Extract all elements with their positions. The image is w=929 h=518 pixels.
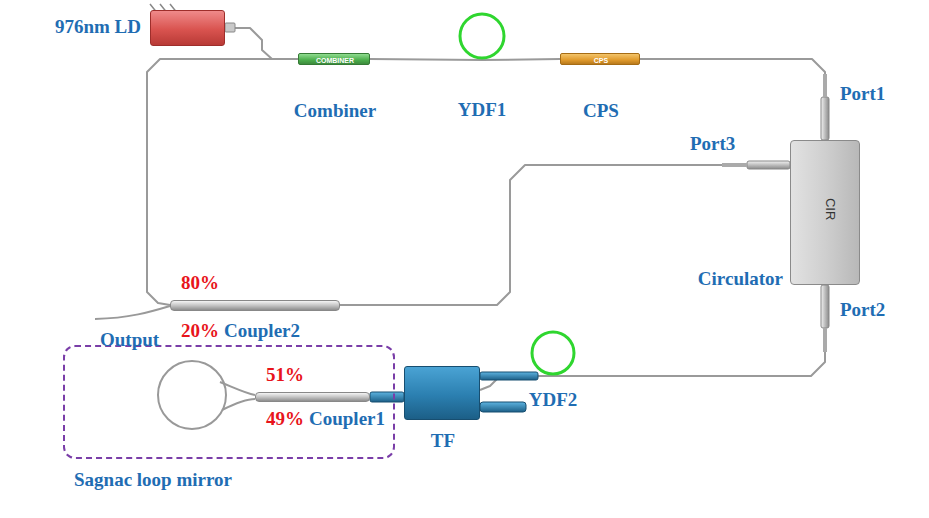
- group-outline: Sagnac loop mirror51%49%Coupler1: [63, 345, 395, 459]
- component-label: Circulator: [698, 269, 783, 290]
- port-label: Port3: [690, 134, 735, 155]
- component-label: TF: [431, 431, 455, 452]
- tunable-filter: TF: [404, 366, 480, 420]
- port2-connector: [821, 285, 829, 328]
- coil-symbol: [530, 330, 576, 376]
- fiber-connector: [640, 59, 825, 140]
- output-fiber: [95, 306, 170, 319]
- port2-tip: [823, 328, 827, 352]
- port-label: Port2: [840, 300, 885, 321]
- loop-fiber: [220, 382, 255, 410]
- fiber-coil: YDF1: [458, 12, 506, 60]
- fiber-connector: [225, 28, 298, 59]
- part-marking: COMBINER: [316, 57, 354, 64]
- laser-diode: 976nm LD: [150, 10, 225, 46]
- component-label: YDF2: [529, 390, 578, 411]
- ld-pigtail: [225, 23, 235, 32]
- fiber-loop: [158, 361, 226, 429]
- ratio-label: 49%: [266, 409, 304, 430]
- component-label: YDF1: [458, 100, 507, 121]
- circulator: CIRCirculator: [790, 140, 860, 285]
- port3-tip: [722, 163, 747, 167]
- component-label: Coupler2: [224, 321, 300, 342]
- fiber-connector: [553, 285, 825, 376]
- port1-tip: [823, 74, 827, 97]
- fiber-connector: [482, 59, 560, 60]
- component-label: Combiner: [294, 101, 376, 122]
- port1-connector: [821, 97, 829, 140]
- component-label: CPS: [583, 101, 619, 122]
- component-label: 976nm LD: [55, 17, 141, 38]
- port3-connector: [747, 161, 790, 169]
- tf-knob: [480, 372, 538, 380]
- part-marking: CPS: [594, 57, 608, 64]
- fiber-connector: [340, 165, 790, 305]
- fiber-connector: [370, 59, 482, 60]
- fiber-connector: [147, 59, 298, 305]
- coupler: 80%20%Coupler2: [170, 300, 340, 311]
- ratio-label: 80%: [181, 273, 219, 294]
- component-label: Coupler1: [309, 409, 385, 430]
- group-label: Sagnac loop mirror: [74, 470, 232, 491]
- tf-pigtail: [370, 392, 404, 402]
- coil-symbol: [458, 12, 506, 60]
- port-label: Output: [100, 330, 159, 351]
- fiber-coil: YDF2: [530, 330, 576, 376]
- ratio-label: 51%: [266, 365, 304, 386]
- part-marking: CIR: [823, 198, 837, 220]
- coupler: 51%49%Coupler1: [255, 392, 370, 402]
- ratio-label: 20%: [181, 321, 219, 342]
- port-label: Port1: [840, 84, 885, 105]
- combiner: COMBINERCombiner: [298, 53, 370, 65]
- cps: CPSCPS: [560, 53, 640, 65]
- tf-knob: [480, 402, 526, 412]
